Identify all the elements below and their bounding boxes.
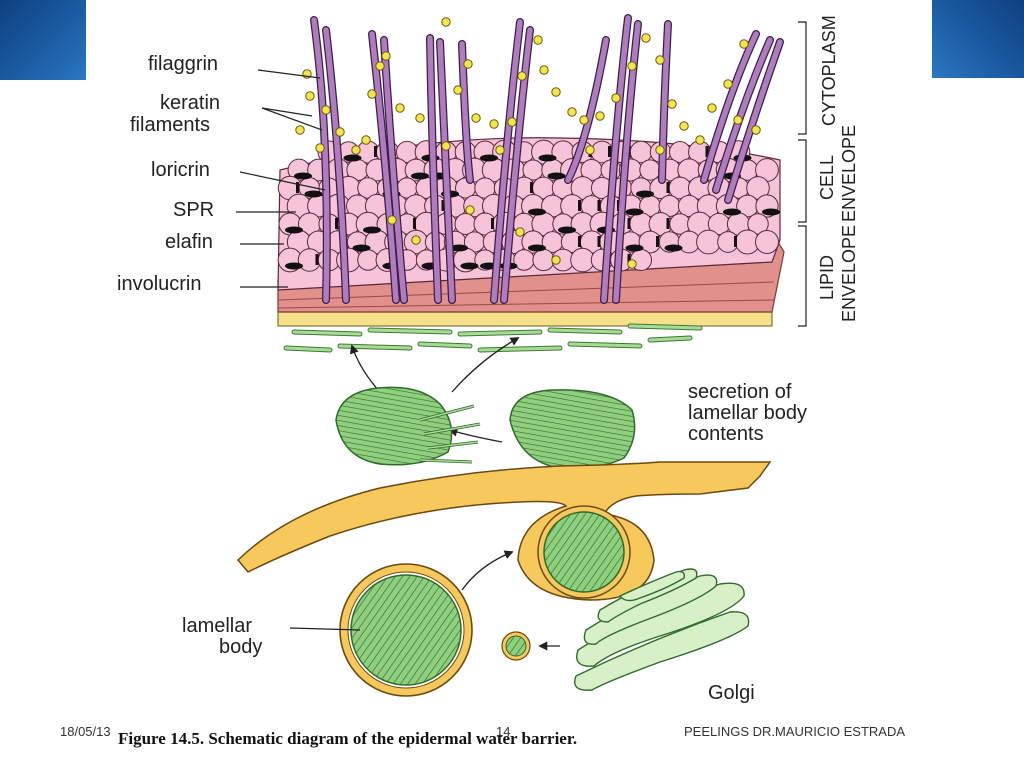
bracket-label-envelope: ENVELOPE bbox=[840, 125, 859, 222]
label-secretion-line3: contents bbox=[688, 424, 764, 445]
slide-corner-decoration-right bbox=[932, 0, 1024, 78]
small-lamellar-vesicle bbox=[502, 632, 530, 660]
footer-page-number: 14 bbox=[496, 724, 510, 739]
footer-author: PEELINGS DR.MAURICIO ESTRADA bbox=[684, 724, 905, 739]
bracket-label-lipid-envelope: ENVELOPE bbox=[840, 225, 859, 322]
label-elafin: elafin bbox=[165, 232, 213, 253]
lamellar-body bbox=[290, 564, 472, 696]
label-involucrin: involucrin bbox=[117, 274, 201, 295]
label-spr: SPR bbox=[173, 200, 214, 221]
footer-date: 18/05/13 bbox=[60, 724, 111, 739]
label-lamellar-line1: lamellar bbox=[182, 616, 252, 637]
label-secretion-line1: secretion of bbox=[688, 382, 791, 403]
secreted-lamellar-vesicles bbox=[336, 387, 635, 468]
label-keratin-line2: filaments bbox=[130, 115, 210, 136]
label-golgi: Golgi bbox=[708, 683, 755, 704]
bracket-label-cytoplasm: CYTOPLASM bbox=[820, 15, 839, 126]
bracket-label-lipid: LIPID bbox=[818, 255, 837, 300]
slide-corner-decoration-left bbox=[0, 0, 86, 80]
label-keratin-line1: keratin bbox=[160, 93, 220, 114]
lipid-lamellae-layer bbox=[278, 312, 772, 350]
label-loricrin: loricrin bbox=[151, 160, 210, 181]
label-filaggrin: filaggrin bbox=[148, 54, 218, 75]
label-lamellar-line2: body bbox=[219, 637, 262, 658]
layer-brackets bbox=[798, 22, 806, 326]
fusing-lamellar-body bbox=[538, 506, 630, 598]
label-secretion-line2: lamellar body bbox=[688, 403, 807, 424]
bracket-label-cell: CELL bbox=[818, 155, 837, 200]
